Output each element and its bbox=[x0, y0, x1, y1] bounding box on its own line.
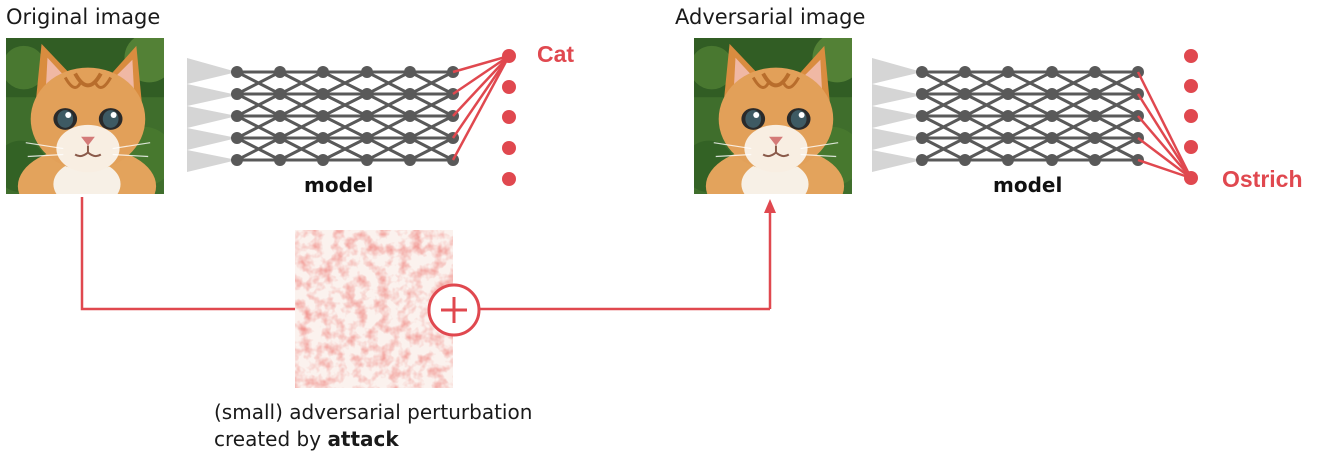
model-network-adversarial bbox=[872, 58, 1146, 174]
output-connections-adversarial bbox=[1136, 71, 1193, 180]
plus-circle-icon bbox=[427, 283, 481, 337]
arrow-up-icon bbox=[764, 199, 776, 213]
adversarial-image-title: Adversarial image bbox=[675, 5, 866, 29]
prediction-adversarial: Ostrich bbox=[1222, 166, 1303, 192]
perturbation-caption: (small) adversarial perturbation created… bbox=[214, 399, 532, 453]
perturbation-caption-prefix: created by bbox=[214, 427, 328, 451]
output-nodes-original bbox=[502, 49, 516, 186]
perturbation-caption-attack: attack bbox=[327, 427, 399, 451]
perturbation-caption-line1: (small) adversarial perturbation bbox=[214, 400, 533, 424]
perturbation-caption-line2: created by attack bbox=[214, 426, 532, 453]
output-connections-original bbox=[451, 54, 511, 161]
model-label-adversarial: model bbox=[993, 173, 1063, 197]
model-label-original: model bbox=[304, 173, 374, 197]
flow-connector bbox=[80, 197, 772, 311]
model-network-original bbox=[187, 58, 461, 174]
adversarial-image bbox=[694, 38, 852, 194]
original-image-title: Original image bbox=[6, 5, 161, 29]
prediction-original: Cat bbox=[537, 41, 575, 67]
output-nodes-adversarial bbox=[1184, 49, 1198, 185]
perturbation-image bbox=[295, 230, 453, 388]
original-image bbox=[6, 38, 164, 194]
